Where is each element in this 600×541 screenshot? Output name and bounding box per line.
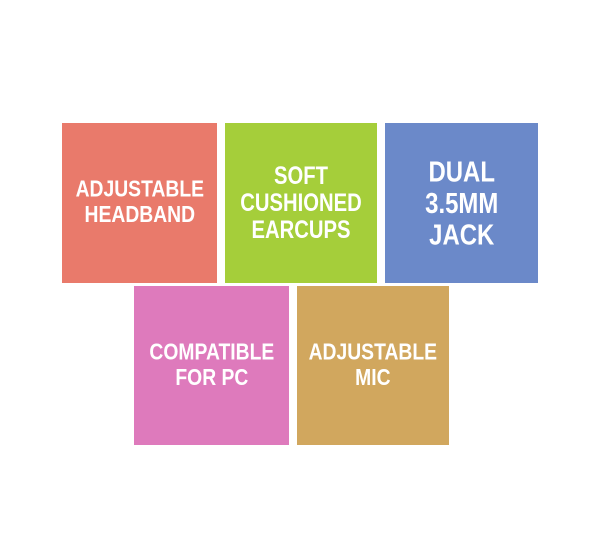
feature-label-line: DUAL [428,154,495,189]
feature-label-line: HEADBAND [84,201,195,228]
feature-label-line: MIC [355,364,391,391]
feature-label: COMPATIBLE FOR PC [149,338,274,391]
feature-label: ADJUSTABLE MIC [308,338,438,391]
feature-tile-adjustable-mic: ADJUSTABLE MIC [297,286,449,445]
feature-label-line: FOR PC [175,364,248,391]
feature-label-line: EARCUPS [251,215,351,244]
feature-label: ADJUSTABLE HEADBAND [75,176,204,229]
feature-label-line: ADJUSTABLE [75,176,204,203]
feature-label-line: CUSHIONED [240,188,362,217]
feature-label-line: 3.5MM [424,186,499,220]
feature-label: SOFT CUSHIONED EARCUPS [240,163,361,243]
feature-label-line: JACK [428,217,495,252]
feature-tile-compatible-for-pc: COMPATIBLE FOR PC [134,286,289,445]
feature-tile-dual-3-5mm-jack: DUAL 3.5MM JACK [385,123,538,283]
feature-label-line: ADJUSTABLE [308,338,438,365]
feature-tile-adjustable-headband: ADJUSTABLE HEADBAND [62,123,217,283]
feature-tile-soft-cushioned-earcups: SOFT CUSHIONED EARCUPS [225,123,377,283]
feature-label-line: COMPATIBLE [149,338,274,365]
feature-label-line: SOFT [274,161,328,190]
feature-label: DUAL 3.5MM JACK [425,156,498,250]
